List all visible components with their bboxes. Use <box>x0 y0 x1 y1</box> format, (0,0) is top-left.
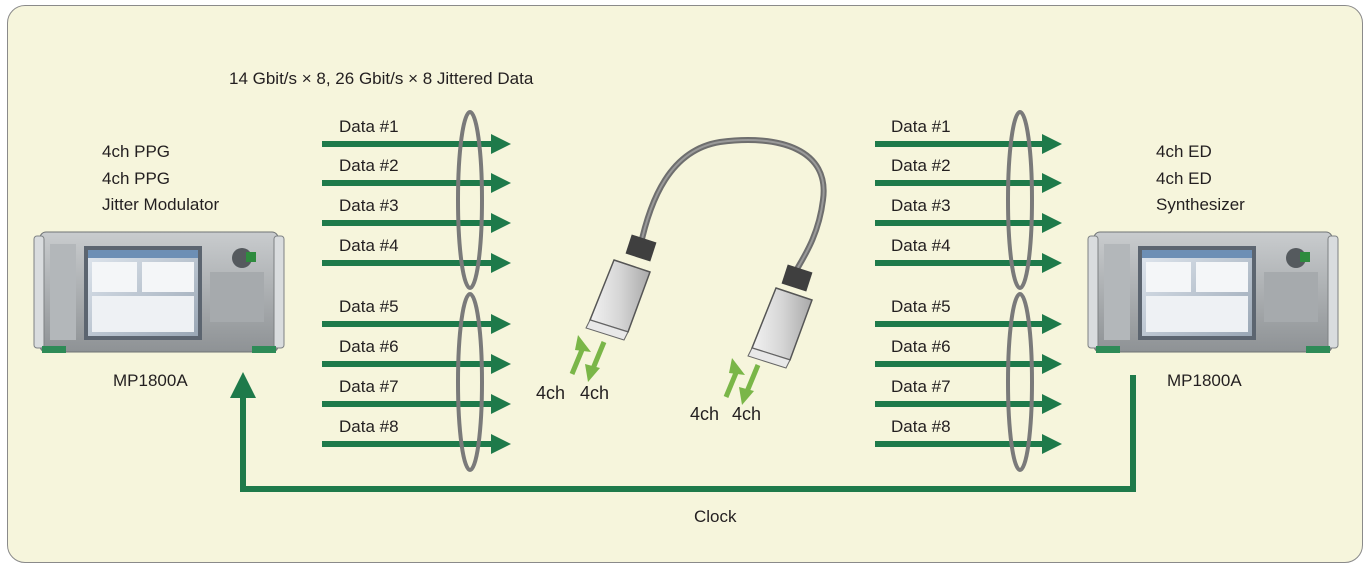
right-bundle-loop-upper <box>1006 110 1034 290</box>
left-module-tx-label: 4ch <box>536 383 565 403</box>
left-bundle-loop-lower <box>456 292 484 472</box>
left-data-arrowhead <box>491 253 511 273</box>
diagram-title: 14 Gbit/s × 8, 26 Gbit/s × 8 Jittered Da… <box>229 69 534 88</box>
left-mp1800a-image <box>33 231 285 353</box>
right-transceiver-module <box>747 264 813 369</box>
left-data-label: Data #3 <box>339 196 399 215</box>
right-data-arrowhead <box>1042 134 1062 154</box>
right-data-label: Data #4 <box>891 236 951 255</box>
clock-label: Clock <box>694 507 737 526</box>
left-instrument-line-3: Jitter Modulator <box>102 195 219 214</box>
right-instrument-line-2: 4ch ED <box>1156 169 1212 188</box>
left-data-arrowhead <box>491 354 511 374</box>
left-data-arrowhead <box>491 394 511 414</box>
left-instrument-line-2: 4ch PPG <box>102 169 170 188</box>
clock-arrowhead <box>230 372 256 398</box>
left-instrument: 4ch PPG 4ch PPG Jitter Modulator MP1800A <box>33 142 285 390</box>
left-data-label: Data #8 <box>339 417 399 436</box>
right-module-rx-label: 4ch <box>732 404 761 424</box>
right-data-lanes: Data #1 Data #2 Data #3 Data #4 Data #5 Data … <box>875 117 1062 454</box>
right-data-label: Data #2 <box>891 156 951 175</box>
right-data-arrowhead <box>1042 394 1062 414</box>
left-instrument-model: MP1800A <box>113 371 188 390</box>
right-data-label: Data #1 <box>891 117 951 136</box>
right-data-label: Data #5 <box>891 297 951 316</box>
right-module-arrows <box>723 358 761 405</box>
right-data-arrowhead <box>1042 434 1062 454</box>
left-data-label: Data #7 <box>339 377 399 396</box>
left-bundle-loop-upper <box>456 110 484 290</box>
left-data-arrowhead <box>491 434 511 454</box>
right-bundle-loop-lower <box>1006 292 1034 472</box>
left-data-label: Data #2 <box>339 156 399 175</box>
left-data-arrowhead <box>491 134 511 154</box>
right-data-arrowhead <box>1042 354 1062 374</box>
right-data-label: Data #7 <box>891 377 951 396</box>
right-data-label: Data #3 <box>891 196 951 215</box>
left-data-arrowhead <box>491 314 511 334</box>
left-module-arrows <box>569 335 607 382</box>
left-data-arrowhead <box>491 213 511 233</box>
left-data-label: Data #5 <box>339 297 399 316</box>
left-instrument-line-1: 4ch PPG <box>102 142 170 161</box>
right-mp1800a-image <box>1087 231 1339 353</box>
right-data-label: Data #8 <box>891 417 951 436</box>
right-instrument-line-3: Synthesizer <box>1156 195 1245 214</box>
left-data-label: Data #1 <box>339 117 399 136</box>
right-instrument: 4ch ED 4ch ED Synthesizer MP1800A <box>1087 142 1339 390</box>
left-data-label: Data #4 <box>339 236 399 255</box>
qsfp-cable <box>585 137 827 369</box>
left-module-rx-label: 4ch <box>580 383 609 403</box>
right-instrument-model: MP1800A <box>1167 371 1242 390</box>
right-data-label: Data #6 <box>891 337 951 356</box>
left-data-label: Data #6 <box>339 337 399 356</box>
right-instrument-line-1: 4ch ED <box>1156 142 1212 161</box>
right-data-arrowhead <box>1042 213 1062 233</box>
left-data-lanes: Data #1 Data #2 Data #3 Data #4 Data #5 Data … <box>322 117 511 454</box>
right-data-arrowhead <box>1042 253 1062 273</box>
right-module-tx-label: 4ch <box>690 404 719 424</box>
right-data-arrowhead <box>1042 314 1062 334</box>
left-data-arrowhead <box>491 173 511 193</box>
right-data-arrowhead <box>1042 173 1062 193</box>
clock-line <box>230 372 1136 492</box>
left-transceiver-module <box>585 234 657 341</box>
